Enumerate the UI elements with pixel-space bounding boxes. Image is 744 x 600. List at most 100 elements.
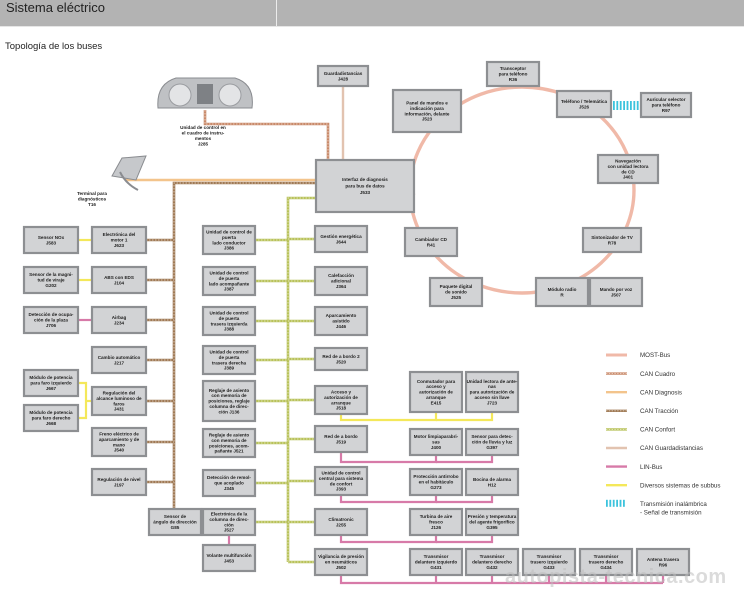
lin-wire bbox=[339, 575, 663, 585]
node-label-line: R97 bbox=[662, 108, 671, 113]
lin-wire bbox=[339, 495, 438, 504]
node-label-line: Módulo de potencia bbox=[29, 375, 73, 380]
node-label-line: información, delante bbox=[405, 111, 450, 116]
wireless-signal-bar bbox=[623, 101, 625, 110]
label-line: Unidad de control en bbox=[180, 125, 226, 130]
node-box bbox=[408, 547, 464, 577]
node-label-line: ción de lluvia y luz bbox=[472, 440, 513, 445]
node-label-line: E415 bbox=[431, 400, 442, 405]
node-label-line: trasera izquierda bbox=[211, 321, 248, 326]
node-box bbox=[596, 153, 660, 185]
diagram-subtitle: Topología de los buses bbox=[5, 41, 103, 52]
node-label-line: J446 bbox=[336, 324, 347, 329]
node-label-line: que acoplado bbox=[214, 481, 244, 486]
node-box bbox=[201, 543, 257, 573]
node-label-line: central para sistema bbox=[319, 476, 364, 481]
node-label-line: de puerta bbox=[219, 355, 240, 360]
legend-item-subbus: Diversos sistemas de subbus bbox=[606, 482, 720, 489]
node-label-line: Interfaz de diagnosis bbox=[342, 177, 388, 182]
legend-item-can_traccion: CAN Tracción bbox=[606, 408, 679, 415]
node-label-line: Gestión energética bbox=[320, 234, 362, 239]
node-label-line: J523 bbox=[422, 117, 433, 122]
node-box bbox=[313, 265, 369, 297]
node-label-line: J255 bbox=[336, 522, 347, 527]
node-label-line: pañante J521 bbox=[214, 449, 244, 454]
node-label-line: mano bbox=[113, 442, 125, 447]
node-box bbox=[464, 507, 520, 537]
node-box bbox=[521, 547, 577, 577]
label-line: Terminal para bbox=[77, 191, 107, 196]
node-label-line: Detección de ocupa- bbox=[29, 312, 74, 317]
node-label-line: ción J136 bbox=[219, 409, 240, 414]
wireless-signal-bar bbox=[613, 101, 615, 110]
node-label-line: J667 bbox=[46, 386, 57, 391]
node-label-line: de sonido bbox=[445, 290, 467, 295]
node-label-line: Teléfono / Telemática bbox=[561, 99, 607, 104]
node-label-line: lado conductor bbox=[212, 240, 245, 245]
node-label-line: Transmisor bbox=[424, 554, 449, 559]
node-label-line: J519 bbox=[336, 439, 347, 444]
node-label-line: J234 bbox=[114, 320, 125, 325]
legend-swatch bbox=[623, 499, 625, 507]
node-label-line: Conmutador para bbox=[417, 379, 456, 384]
node-label-line: Freno eléctrico de bbox=[99, 432, 139, 437]
node-label-line: lado acompañante bbox=[209, 281, 250, 286]
node-box bbox=[588, 276, 644, 308]
legend-item-can_confort: CAN Confort bbox=[606, 427, 675, 434]
label-line: diagnósticos bbox=[78, 197, 107, 202]
node-label-line: para teléfono bbox=[652, 103, 681, 108]
node-label-line: fresco bbox=[429, 520, 443, 525]
node-label-line: ción bbox=[224, 522, 234, 527]
node-label-line: G395 bbox=[486, 525, 498, 530]
node-box bbox=[201, 305, 257, 337]
node-label-line: R41 bbox=[427, 242, 436, 247]
node-label-line: Aparcamiento bbox=[326, 313, 357, 318]
node-box bbox=[201, 507, 257, 537]
page-title: Sistema eléctrico bbox=[6, 0, 105, 15]
node-box bbox=[464, 427, 520, 457]
node-box bbox=[408, 370, 464, 414]
node-label-line: motor 1 bbox=[111, 238, 128, 243]
node-label-line: ción de la plaza bbox=[34, 318, 68, 323]
node-label-line: J386 bbox=[224, 246, 235, 251]
node-label-line: J668 bbox=[46, 421, 57, 426]
node-label-line: para bus de datos bbox=[345, 184, 385, 189]
node-label-line: Panel de mandos e bbox=[406, 101, 448, 106]
node-box bbox=[313, 224, 369, 254]
node-label-line: en el habitáculo bbox=[419, 480, 454, 485]
node-box bbox=[578, 547, 634, 577]
lin-wire bbox=[339, 535, 438, 544]
node-label-line: J126 bbox=[431, 525, 442, 530]
legend-label: LIN-Bus bbox=[640, 464, 662, 471]
node-label-line: Turbina de aire bbox=[420, 514, 453, 519]
node-box bbox=[313, 346, 369, 372]
node-label-line: Sensor de bbox=[164, 514, 187, 519]
node-label-line: J428 bbox=[338, 76, 349, 81]
node-label-line: J518 bbox=[336, 406, 347, 411]
node-box bbox=[635, 547, 691, 577]
legend-item-can_guarda: CAN Guardadistancias bbox=[606, 445, 703, 452]
node-label-line: con memoria de bbox=[211, 438, 247, 443]
legend-label-2: - Señal de transmisión bbox=[640, 509, 702, 516]
legend-swatch bbox=[609, 499, 612, 507]
instrument-cluster-icon bbox=[157, 77, 253, 109]
legend-item-wireless: Transmisión inalámbrica- Señal de transm… bbox=[606, 499, 707, 516]
node-label-line: arranque bbox=[331, 400, 351, 405]
